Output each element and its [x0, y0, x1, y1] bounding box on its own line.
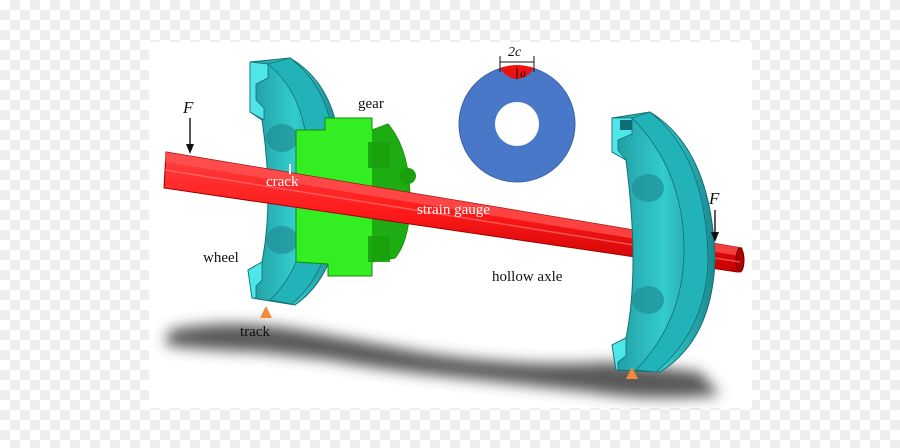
label-strain-gauge: strain gauge	[417, 202, 490, 218]
label-wheel: wheel	[203, 250, 239, 266]
label-dim-a: a	[520, 66, 526, 80]
right-wheel	[611, 111, 716, 373]
label-track: track	[240, 324, 270, 340]
label-hollow-axle: hollow axle	[492, 269, 563, 285]
force-arrow-right	[711, 210, 719, 242]
label-force-right: F	[708, 189, 720, 208]
label-gear: gear	[358, 96, 384, 112]
label-crack: crack	[266, 174, 299, 190]
force-arrow-left	[186, 118, 194, 154]
label-force-left: F	[182, 98, 194, 117]
track-marker-right	[626, 367, 638, 379]
cross-section-ring	[458, 56, 576, 183]
hollow-axle	[163, 151, 745, 273]
label-dim-2c: 2c	[508, 45, 522, 60]
ground-shadow	[165, 324, 720, 398]
track-marker-left	[260, 306, 272, 318]
